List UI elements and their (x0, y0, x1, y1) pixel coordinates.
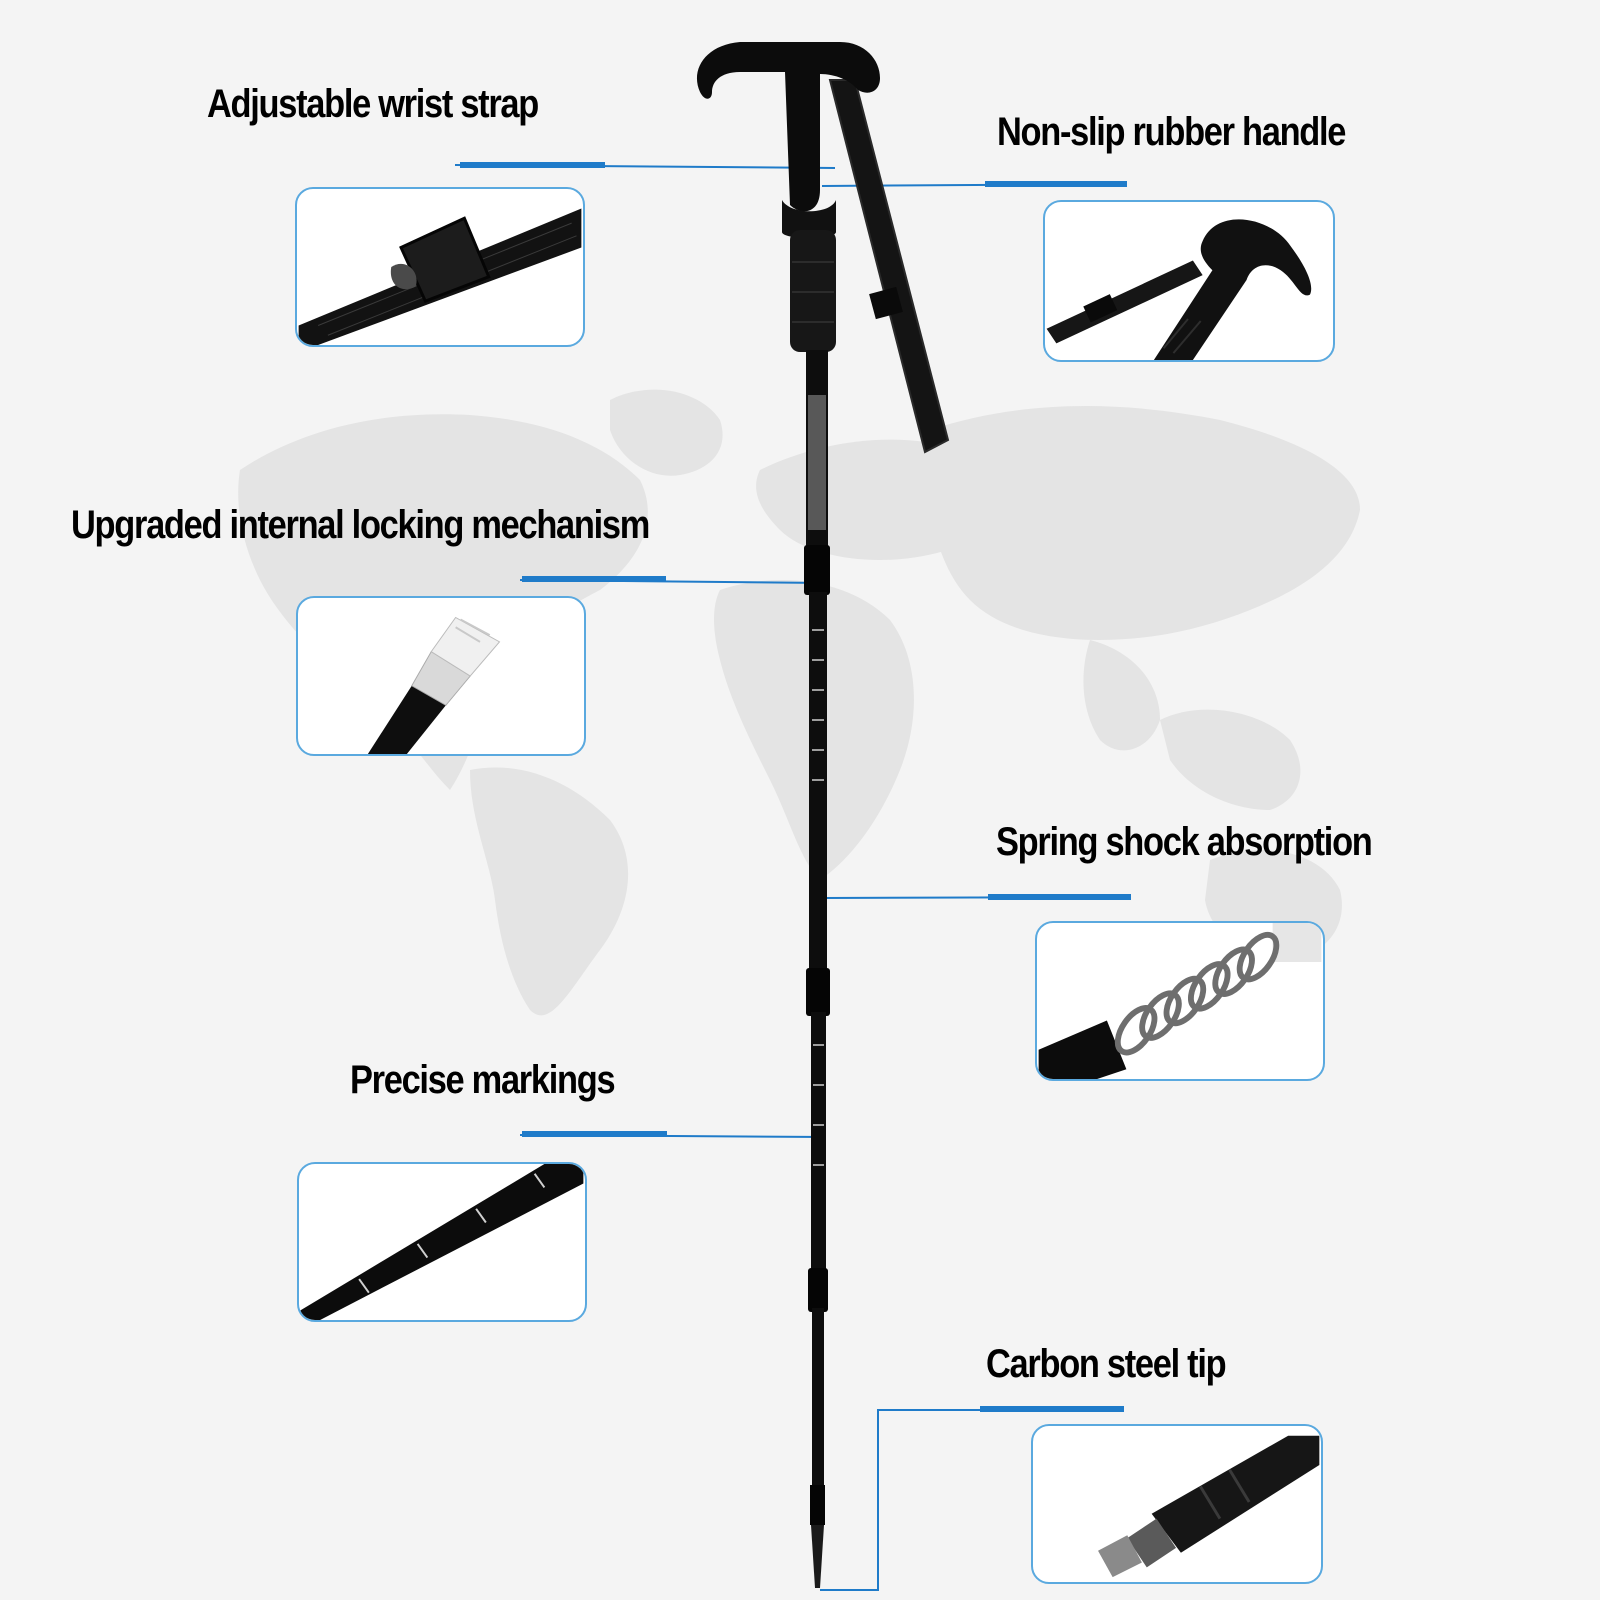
locking-detail-image (367, 616, 501, 754)
markings-detail-image (300, 1164, 584, 1320)
lower-shaft (811, 1012, 826, 1272)
hanging-wrist-strap (828, 79, 950, 454)
t-handle (696, 42, 880, 212)
wrist-strap-detail-image (298, 208, 582, 345)
handle-collar (782, 200, 836, 238)
spring-detail-image (1038, 923, 1322, 1079)
detail-locking (296, 596, 586, 756)
label-locking: Upgraded internal locking mechanism (71, 503, 650, 547)
accent-bar-tip (980, 1406, 1124, 1412)
label-tip: Carbon steel tip (986, 1342, 1227, 1386)
accent-bar-wrist-strap (460, 162, 605, 168)
detail-markings (297, 1162, 587, 1322)
middle-shaft (809, 592, 827, 972)
strap-buckle (869, 286, 903, 320)
carbon-tip (811, 1525, 824, 1588)
accent-bar-spring (988, 894, 1131, 900)
detail-tip (1031, 1424, 1323, 1584)
label-wrist-strap: Adjustable wrist strap (207, 82, 539, 126)
accent-bar-locking (522, 576, 666, 582)
bottom-shaft (812, 1308, 824, 1488)
detail-spring (1035, 921, 1325, 1081)
detail-handle (1043, 200, 1335, 362)
label-handle: Non-slip rubber handle (997, 110, 1346, 154)
detail-wrist-strap (295, 187, 585, 347)
label-markings: Precise markings (350, 1058, 616, 1102)
tip-collar (810, 1485, 825, 1525)
handle-detail-image (1046, 219, 1312, 360)
second-collar (806, 968, 830, 1016)
lock-collar (804, 545, 830, 595)
label-spring: Spring shock absorption (996, 820, 1373, 864)
tip-detail-image (1098, 1435, 1320, 1578)
third-collar (808, 1268, 828, 1312)
accent-bar-markings (522, 1131, 667, 1137)
accent-bar-handle (985, 181, 1127, 187)
